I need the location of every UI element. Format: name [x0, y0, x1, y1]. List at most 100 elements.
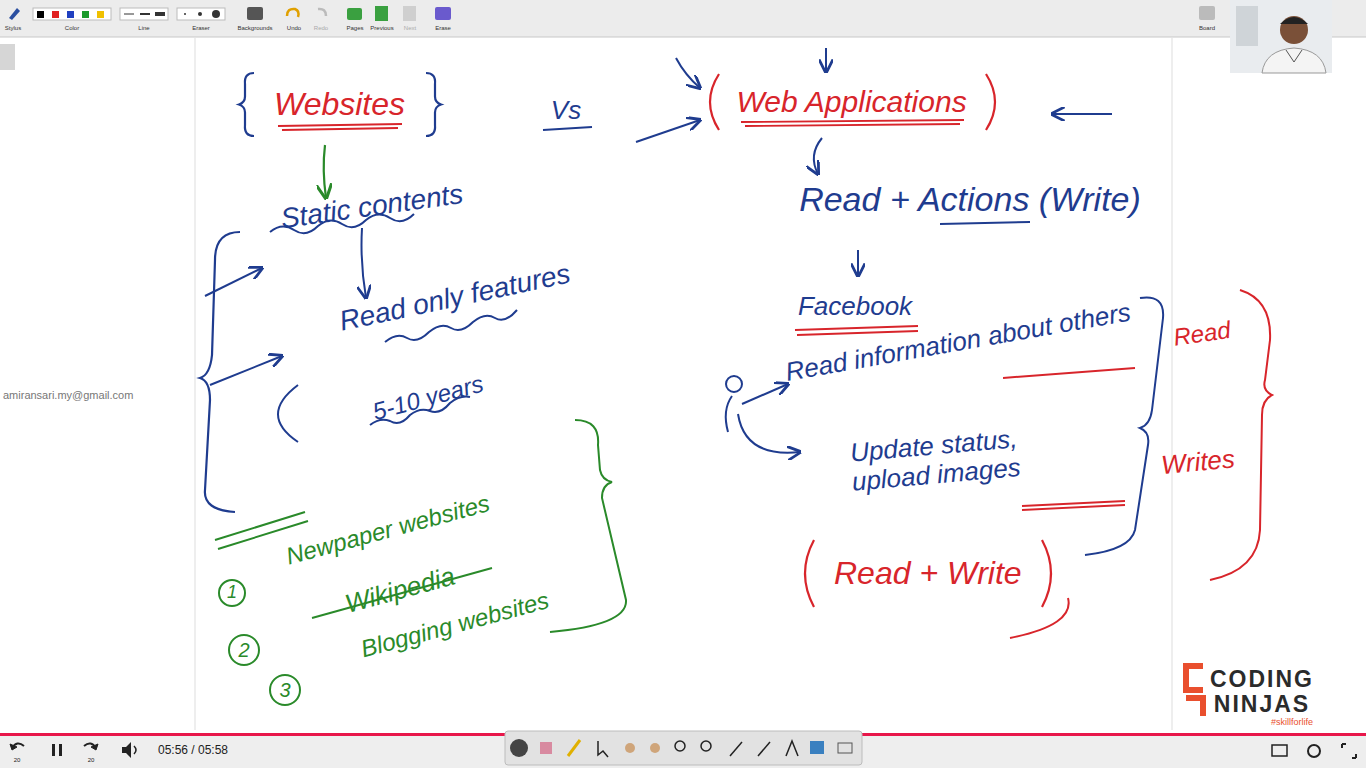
- toolbar-label: Previous: [370, 25, 393, 32]
- website-heading: Websites: [238, 70, 442, 139]
- toolbar-label: Stylus: [5, 25, 21, 32]
- sketch-stroke: [10, 744, 17, 750]
- sketch-stroke: [1172, 38, 1173, 730]
- sketch-stroke: [795, 326, 918, 335]
- example-heading: Facebook: [798, 292, 912, 321]
- sketch-stroke: [33, 8, 111, 20]
- sketch-stroke: [37, 11, 44, 18]
- sketch-stroke: [505, 731, 862, 765]
- sketch-stroke: [198, 12, 202, 16]
- sketch-stroke: [375, 6, 388, 21]
- handwritten-tag: Writes: [1160, 445, 1236, 480]
- sketch-stroke: [940, 222, 1030, 224]
- bracket-left: [805, 540, 814, 607]
- sketch-stroke: [676, 58, 700, 88]
- sketch-stroke: [210, 356, 282, 385]
- toolbar-label: Pages: [346, 25, 363, 32]
- sketch-stroke: [1186, 698, 1203, 716]
- list-number: 3: [279, 679, 290, 701]
- sketch-stroke: [1236, 6, 1258, 46]
- sketch-stroke: [247, 7, 263, 20]
- sketch-stroke: [1003, 368, 1135, 378]
- sketch-stroke: [318, 9, 326, 16]
- sketch-stroke: [543, 127, 592, 130]
- sketch-stroke: [568, 740, 580, 756]
- bracket-left: [710, 74, 719, 130]
- handwritten-note: 5-10 years: [370, 371, 486, 426]
- sketch-stroke: [675, 741, 685, 751]
- underline: [741, 120, 964, 126]
- sketch-stroke: [184, 13, 186, 15]
- sketch-stroke: [219, 580, 245, 606]
- sketch-stroke: [205, 268, 262, 296]
- sketch-stroke: [1280, 17, 1308, 24]
- sketch-stroke: [758, 742, 770, 756]
- watermark: amiransari.my@gmail.com: [3, 389, 133, 401]
- side-tab: [0, 44, 15, 70]
- logo-text: NINJAS: [1214, 692, 1310, 717]
- logo-tagline: #skillforlife: [1271, 718, 1313, 728]
- webcam-thumbnail: [1230, 0, 1332, 73]
- sketch-stroke: [742, 384, 788, 404]
- sketch-stroke: [636, 120, 700, 142]
- sketch-stroke: [550, 420, 626, 632]
- sketch-stroke: [738, 414, 800, 453]
- toolbar-label: Color: [65, 25, 79, 32]
- sketch-stroke: [212, 10, 220, 18]
- handwritten-note: Read only features: [337, 259, 573, 338]
- toolbar-label: Board: [1199, 25, 1215, 32]
- sketch-stroke: [362, 228, 367, 298]
- skip-seconds: 20: [88, 757, 95, 764]
- list-number: 2: [238, 639, 249, 661]
- read-write-group: Read + Write: [798, 537, 1058, 610]
- sketch-stroke: [97, 11, 104, 18]
- toolbar-bar: [0, 0, 1366, 37]
- example-item: Wikipedia: [342, 562, 458, 619]
- sketch-stroke: [67, 11, 74, 18]
- sketch-stroke: [229, 635, 259, 665]
- drawing-toolbar: [505, 731, 862, 765]
- toolbar-label: Erase: [435, 25, 451, 32]
- bracket-left: [239, 73, 254, 136]
- sketch-stroke: [1308, 745, 1320, 757]
- versus-label: Vs: [551, 96, 581, 125]
- sketch-stroke: [1286, 50, 1302, 62]
- sketch-stroke: [177, 8, 225, 20]
- sketch-stroke: [1010, 598, 1069, 638]
- sketch-stroke: [1022, 501, 1125, 510]
- handwritten-note: Static contents: [279, 179, 465, 235]
- handwritten-note: Update status, upload images: [818, 421, 1052, 498]
- sketch-stroke: [52, 744, 55, 756]
- sketch-stroke: [625, 743, 635, 753]
- sketch-stroke: [838, 743, 852, 753]
- sketch-stroke: [140, 13, 150, 15]
- handwritten-note: Read + Actions (Write): [799, 181, 1141, 218]
- sketch-stroke: [598, 741, 608, 757]
- sketch-stroke: [1262, 48, 1326, 73]
- sketch-stroke: [9, 8, 20, 20]
- bracket-right: [986, 74, 995, 130]
- logo-mark: [1186, 666, 1203, 716]
- sketch-stroke: [195, 38, 196, 730]
- toolbar-label: Redo: [314, 25, 328, 32]
- node-label: Read + Write: [834, 555, 1022, 592]
- toolbar-border: [0, 37, 1366, 38]
- sketch-stroke: [726, 396, 732, 432]
- sketch-stroke: [59, 744, 62, 756]
- sketch-stroke: [200, 232, 240, 512]
- toolbar-label: Eraser: [192, 25, 210, 32]
- toolbar-icons: [9, 6, 1215, 21]
- node-label: Web Applications: [737, 85, 967, 119]
- sketch-stroke: [1186, 666, 1203, 690]
- sketch-stroke: [1052, 113, 1112, 115]
- sketch-stroke: [155, 12, 165, 16]
- sketch-stroke: [52, 11, 59, 18]
- time-display: 05:56 / 05:58: [158, 744, 228, 757]
- sketch-stroke: [825, 48, 827, 72]
- list-number: 1: [227, 583, 237, 603]
- underline: [278, 124, 402, 130]
- sketch-stroke: [278, 385, 298, 442]
- sketch-stroke: [510, 739, 528, 757]
- sketch-stroke: [124, 14, 134, 15]
